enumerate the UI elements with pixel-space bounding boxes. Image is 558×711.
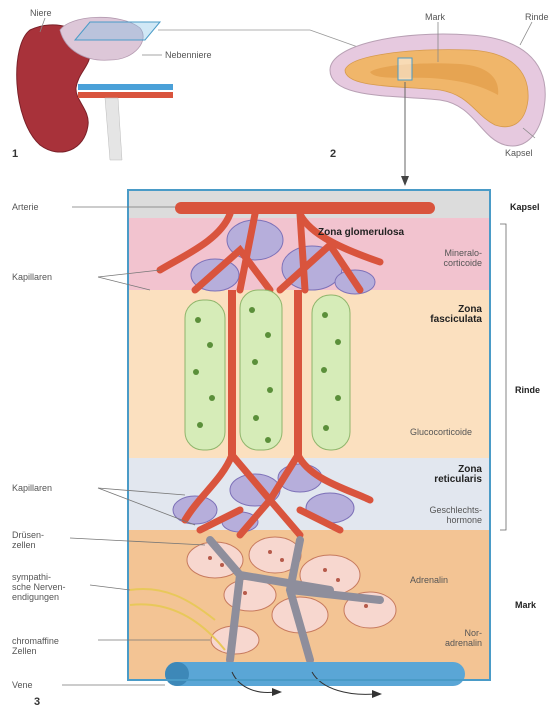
label-kapsel-right: Kapsel [510,202,540,212]
label-zona-glomerulosa: Zona glomerulosa [318,228,404,238]
label-mark-right: Mark [515,600,536,610]
label-druesenzellen: Drüsen-zellen [12,530,44,550]
label-geschlechtshormone: Geschlechts-hormone [400,505,482,525]
artery [175,202,435,214]
label-rinde-right: Rinde [515,385,540,395]
label-mark-top: Mark [425,12,445,22]
figure-number-1: 1 [12,148,18,160]
kidney-illustration [17,17,173,160]
label-kapillaren-bottom: Kapillaren [12,483,52,493]
label-rinde-top: Rinde [525,12,549,22]
label-kapillaren-top: Kapillaren [12,272,52,282]
label-niere: Niere [30,8,52,18]
label-arterie: Arterie [12,202,39,212]
cut-plane [75,22,160,40]
label-glucocorticoide: Glucocorticoide [410,427,472,437]
label-nebenniere: Nebenniere [165,50,212,60]
label-vene: Vene [12,680,33,690]
renal-vein [78,84,173,90]
label-mineralocorticoide: Mineralo-corticoide [400,248,482,268]
label-adrenalin: Adrenalin [410,575,448,585]
figure-number-3: 3 [34,696,40,708]
label-nerven: sympathi-sche Nerven-endigungen [12,572,66,602]
label-noradrenalin: Nor-adrenalin [400,628,482,648]
renal-artery [78,92,173,98]
figure-number-2: 2 [330,148,336,160]
adrenal-cross-section [330,22,545,146]
ureter [105,98,122,160]
section-marker [398,58,412,80]
vein [165,662,465,686]
label-kapsel-top: Kapsel [505,148,533,158]
